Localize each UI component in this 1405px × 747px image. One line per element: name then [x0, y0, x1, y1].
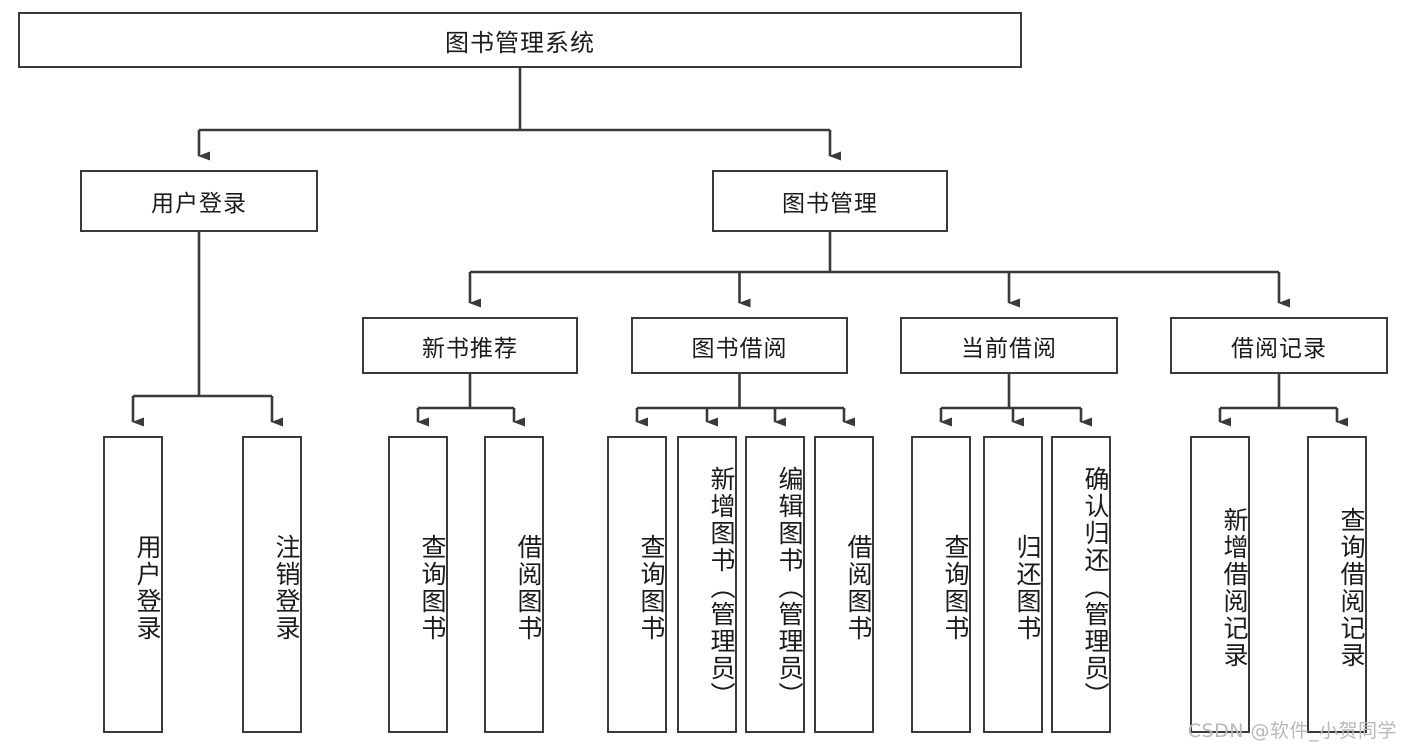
node-leaf-query-book-recommend[interactable]: 查询图书 [388, 436, 448, 733]
node-level3-book-borrow[interactable]: 图书借阅 [631, 317, 848, 374]
node-leaf-add-book-admin[interactable]: 新增图书（管理员） [677, 436, 737, 733]
node-root[interactable]: 图书管理系统 [18, 12, 1022, 68]
node-label: 查询借阅记录 [1337, 506, 1366, 669]
node-label: 图书管理 [782, 191, 878, 217]
node-leaf-user-login[interactable]: 用户登录 [103, 436, 163, 733]
node-leaf-confirm-return-admin[interactable]: 确认归还（管理员） [1051, 436, 1111, 733]
node-leaf-return-book[interactable]: 归还图书 [983, 436, 1043, 733]
watermark-text: CSDN @软件_小贺同学 [1187, 720, 1397, 742]
node-level3-current-borrow[interactable]: 当前借阅 [900, 317, 1118, 374]
node-level2-user-login[interactable]: 用户登录 [80, 170, 318, 232]
node-level3-new-book-recommend[interactable]: 新书推荐 [362, 317, 578, 374]
node-label: 图书管理系统 [445, 28, 595, 57]
node-leaf-borrow-book-recommend[interactable]: 借阅图书 [484, 436, 544, 733]
node-label: 借阅图书 [844, 533, 873, 642]
node-level2-book-management[interactable]: 图书管理 [712, 170, 948, 232]
node-leaf-query-borrow-record[interactable]: 查询借阅记录 [1307, 436, 1367, 733]
node-label: 注销登录 [272, 533, 301, 642]
node-leaf-logout[interactable]: 注销登录 [242, 436, 302, 733]
node-label: 编辑图书（管理员） [775, 466, 804, 709]
node-label: 当前借阅 [961, 335, 1057, 362]
node-label: 归还图书 [1013, 533, 1042, 642]
node-label: 查询图书 [418, 533, 447, 642]
node-label: 新增图书（管理员） [707, 466, 736, 709]
node-label: 用户登录 [133, 533, 162, 642]
node-leaf-query-book-borrow[interactable]: 查询图书 [607, 436, 667, 733]
node-label: 图书借阅 [691, 335, 788, 362]
node-label: 用户登录 [151, 191, 247, 217]
node-label: 借阅图书 [514, 533, 543, 642]
node-label: 新书推荐 [422, 335, 518, 362]
node-level3-borrow-record[interactable]: 借阅记录 [1170, 317, 1388, 374]
node-label: 新增借阅记录 [1220, 506, 1249, 669]
node-label: 查询图书 [941, 533, 970, 642]
node-label: 借阅记录 [1231, 335, 1327, 362]
node-label: 查询图书 [637, 533, 666, 642]
node-leaf-borrow-book[interactable]: 借阅图书 [814, 436, 874, 733]
node-label: 确认归还（管理员） [1081, 466, 1110, 709]
node-leaf-query-book-current[interactable]: 查询图书 [911, 436, 971, 733]
node-leaf-edit-book-admin[interactable]: 编辑图书（管理员） [745, 436, 805, 733]
node-leaf-add-borrow-record[interactable]: 新增借阅记录 [1190, 436, 1250, 733]
